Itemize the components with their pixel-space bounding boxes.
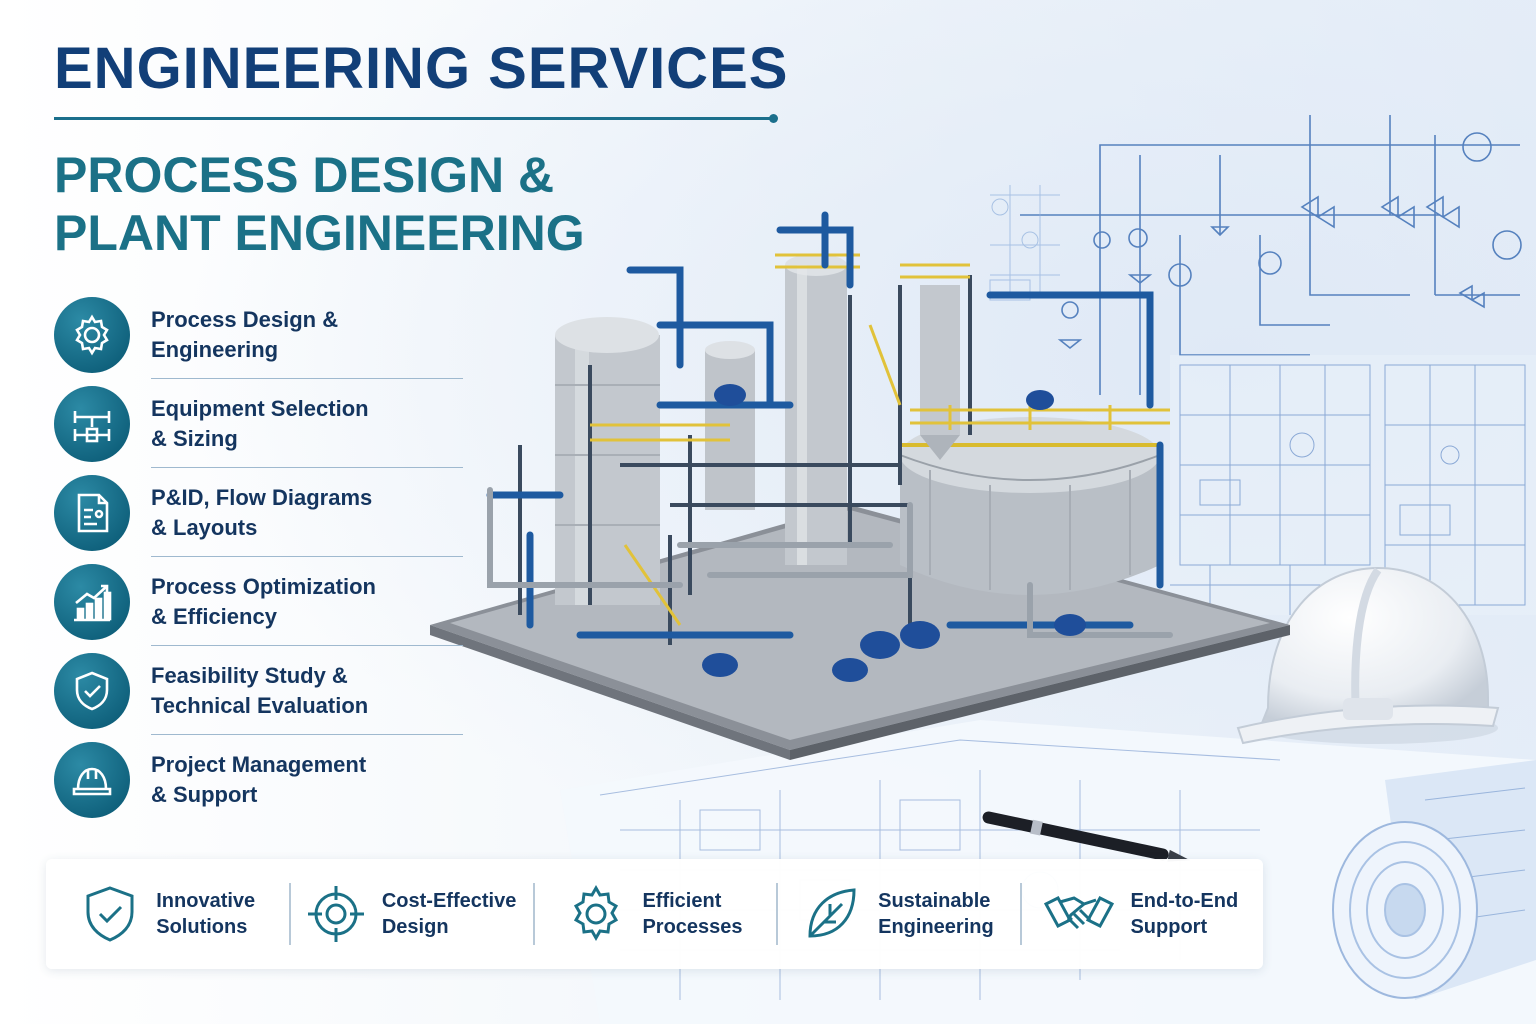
service-label: P&ID, Flow Diagrams & Layouts — [151, 483, 391, 543]
feature-sustainable-engineering: Sustainable Engineering — [776, 859, 1019, 969]
service-label-line-2: & Layouts — [151, 514, 258, 540]
feature-efficient-processes: Efficient Processes — [532, 859, 776, 969]
service-label-line-1: Process Optimization — [151, 573, 376, 599]
service-label-line-2: & Sizing — [151, 425, 238, 451]
service-label-line-1: Equipment Selection — [151, 395, 369, 421]
feature-label-line-2: Solutions — [156, 916, 248, 938]
subtitle-line-1: PROCESS DESIGN & — [54, 147, 555, 203]
hard-hat-icon — [54, 741, 130, 818]
service-item-equipment-selection: Equipment Selection & Sizing — [54, 379, 463, 468]
document-diagram-icon — [54, 474, 130, 551]
feature-label: Sustainable Engineering — [878, 888, 994, 940]
features-bar: Innovative Solutions Cost-Effective Desi… — [46, 859, 1263, 969]
service-label: Project Management & Support — [151, 750, 391, 810]
hard-hat-image — [1228, 558, 1504, 748]
service-item-process-design: Process Design & Engineering — [54, 290, 463, 379]
growth-chart-icon — [54, 563, 130, 640]
service-item-pid-diagrams: P&ID, Flow Diagrams & Layouts — [54, 468, 463, 557]
divider — [151, 556, 463, 557]
service-label-line-2: Engineering — [151, 336, 279, 362]
service-label: Equipment Selection & Sizing — [151, 394, 391, 454]
shield-check-icon — [54, 652, 130, 729]
service-item-process-optimization: Process Optimization & Efficiency — [54, 557, 463, 646]
service-label-line-1: Feasibility Study & — [151, 662, 348, 688]
divider — [151, 467, 463, 468]
subtitle-line-2: PLANT ENGINEERING — [54, 205, 585, 261]
service-label: Process Design & Engineering — [151, 305, 391, 365]
service-item-project-management: Project Management & Support — [54, 735, 414, 824]
feature-label-line-1: Efficient — [642, 890, 722, 912]
feature-label-line-2: Support — [1130, 916, 1208, 938]
page-title: ENGINEERING SERVICES — [54, 36, 789, 101]
leaf-icon — [808, 888, 856, 938]
feature-label: End-to-End Support — [1130, 888, 1238, 940]
feature-label-line-2: Processes — [642, 916, 743, 938]
title-underline — [54, 114, 778, 123]
service-label-line-1: Process Design & — [151, 306, 339, 332]
rolled-blueprint — [1325, 760, 1536, 1024]
service-label: Process Optimization & Efficiency — [151, 572, 391, 632]
divider — [151, 645, 463, 646]
feature-label-line-1: Cost-Effective — [381, 890, 517, 912]
feature-label-line-2: Design — [381, 916, 449, 938]
feature-label: Innovative Solutions — [156, 888, 255, 940]
feature-label: Efficient Processes — [642, 888, 742, 940]
feature-label-line-1: Sustainable — [878, 890, 991, 912]
service-item-feasibility-study: Feasibility Study & Technical Evaluation — [54, 646, 463, 735]
service-label: Feasibility Study & Technical Evaluation — [151, 661, 391, 721]
pipe-valve-icon — [54, 385, 130, 462]
feature-label-line-1: Innovative — [156, 890, 256, 912]
feature-cost-effective-design: Cost-Effective Design — [289, 859, 532, 969]
service-label-line-2: & Support — [151, 781, 258, 807]
gear-icon — [574, 884, 619, 942]
feature-label-line-1: End-to-End — [1130, 890, 1239, 912]
gear-icon — [54, 296, 130, 373]
service-label-line-1: P&ID, Flow Diagrams — [151, 484, 373, 510]
blueprint-pid-drawing — [980, 95, 1536, 425]
shield-check-icon — [86, 886, 134, 942]
divider — [151, 734, 463, 735]
feature-end-to-end-support: End-to-End Support — [1019, 859, 1263, 969]
handshake-icon — [1044, 896, 1115, 930]
feature-label: Cost-Effective Design — [382, 888, 516, 940]
page-subtitle: PROCESS DESIGN & PLANT ENGINEERING — [54, 146, 585, 262]
pen — [970, 810, 1200, 870]
feature-innovative-solutions: Innovative Solutions — [46, 859, 289, 969]
process-plant-illustration — [430, 205, 1300, 770]
services-list: Process Design & Engineering Equipment S… — [54, 290, 463, 824]
divider — [151, 378, 463, 379]
target-icon — [307, 886, 364, 942]
service-label-line-1: Project Management — [151, 751, 367, 777]
service-label-line-2: Technical Evaluation — [151, 692, 369, 718]
feature-label-line-2: Engineering — [878, 916, 994, 938]
service-label-line-2: & Efficiency — [151, 603, 277, 629]
